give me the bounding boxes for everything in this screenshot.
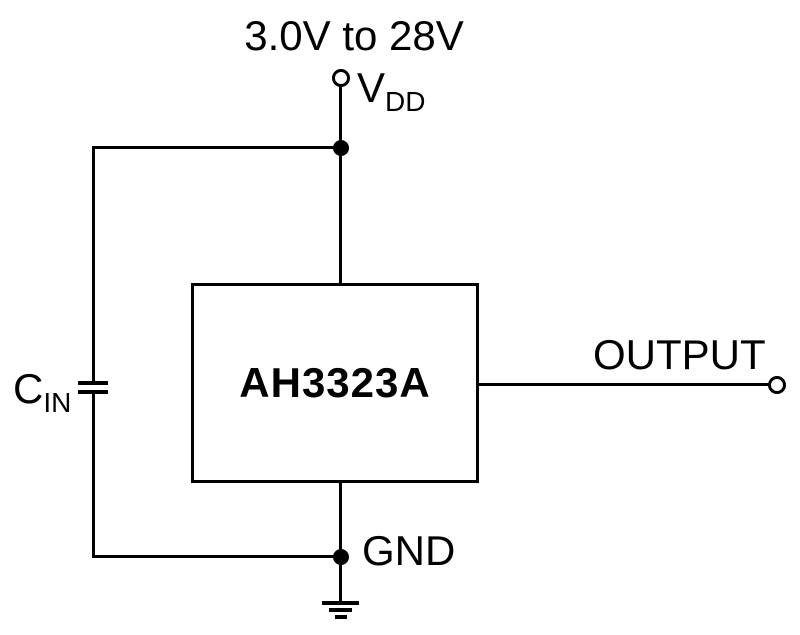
wire-ic-to-ground [339,481,342,602]
output-label: OUTPUT [593,331,766,378]
input-capacitor-label: CIN [13,365,71,417]
vdd-terminal-circle [332,69,350,87]
output-terminal-circle [768,376,786,394]
wire-vdd-vertical [339,86,342,285]
junction-dot-gnd [333,549,349,565]
wire-left-vertical-upper [92,146,95,381]
ground-symbol-bar-3 [335,615,347,619]
ground-symbol-bar-2 [329,608,352,612]
ic-part-number: AH3323A [239,359,431,406]
capacitor-plate-bottom [78,390,108,394]
wire-left-vertical-lower [92,394,95,558]
ic-body: AH3323A [191,283,479,483]
wire-output-horizontal [479,383,769,386]
wire-bottom-horizontal [92,555,342,558]
junction-dot-vdd [333,140,349,156]
input-capacitor-label-subscript: IN [43,387,72,418]
vdd-pin-label-main: V [357,64,386,111]
gnd-label: GND [362,527,456,574]
vdd-pin-label-subscript: DD [385,86,426,117]
vdd-pin-label: VDD [357,64,425,116]
ground-symbol-bar-1 [322,601,359,605]
supply-voltage-range-label: 3.0V to 28V [244,12,464,59]
wire-top-horizontal [92,146,342,149]
input-capacitor-label-main: C [13,365,44,412]
capacitor-plate-top [78,381,108,385]
